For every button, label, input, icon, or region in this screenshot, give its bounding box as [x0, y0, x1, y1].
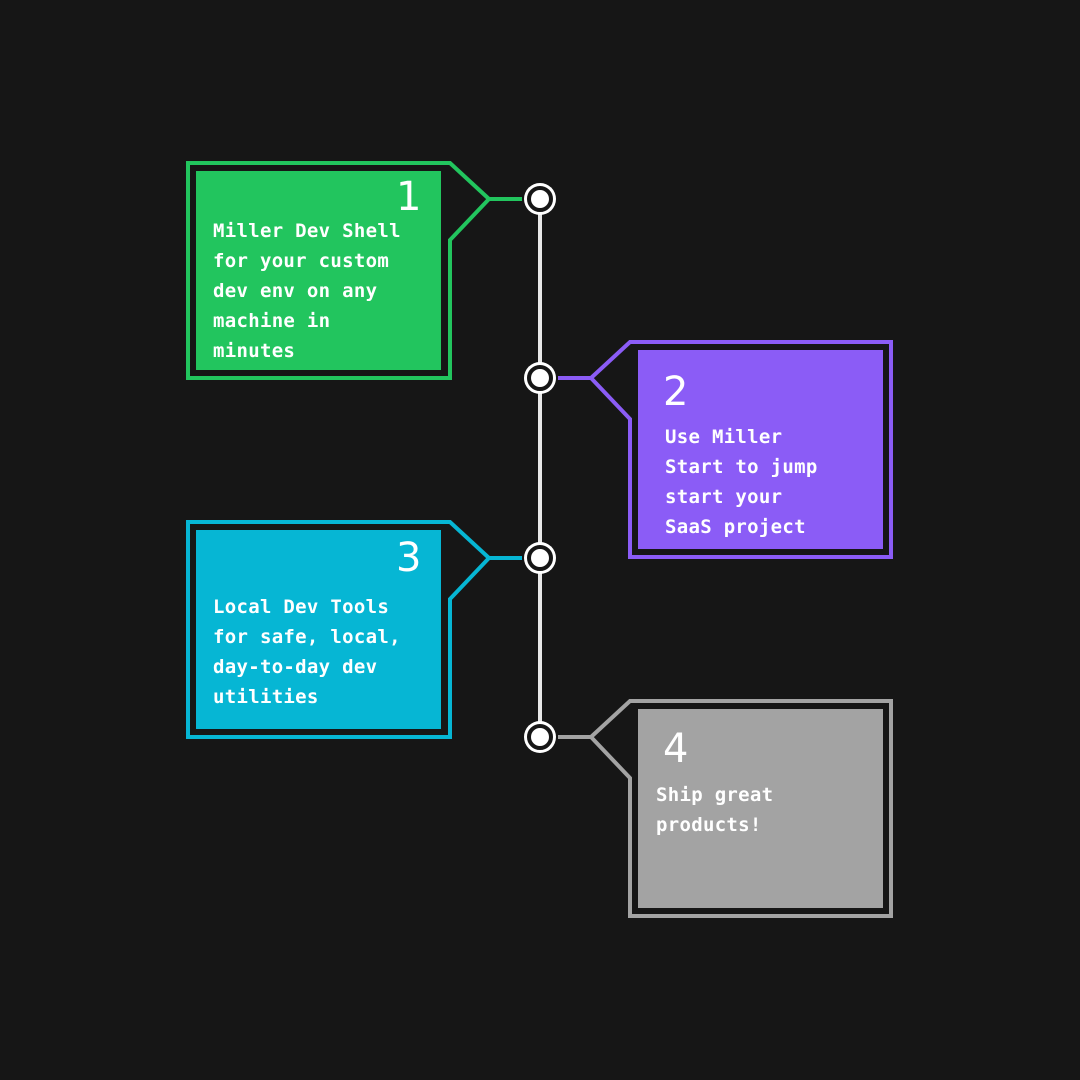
step-number-4: 4 — [663, 726, 689, 772]
step-text-3: Local Dev Tools for safe, local, day-to-… — [213, 596, 401, 708]
step-card-2: 2 Use Miller Start to jump start your Sa… — [638, 350, 883, 549]
step-text-1: Miller Dev Shell for your custom dev env… — [213, 220, 401, 362]
step-number-2: 2 — [663, 369, 689, 415]
step-2-connector — [558, 340, 893, 559]
step-card-4: 4 Ship great products! — [638, 709, 883, 908]
step-3-connector — [186, 520, 522, 739]
step-text-4: Ship great products! — [656, 784, 774, 836]
step-4-connector — [558, 699, 893, 918]
step-card-1: 1 Miller Dev Shell for your custom dev e… — [196, 171, 441, 370]
step-number-3: 3 — [396, 535, 422, 581]
step-card-3: 3 Local Dev Tools for safe, local, day-t… — [196, 530, 441, 729]
step-1-connector — [186, 161, 522, 380]
step-number-1: 1 — [396, 174, 422, 220]
step-text-2: Use Miller Start to jump start your SaaS… — [665, 426, 818, 538]
